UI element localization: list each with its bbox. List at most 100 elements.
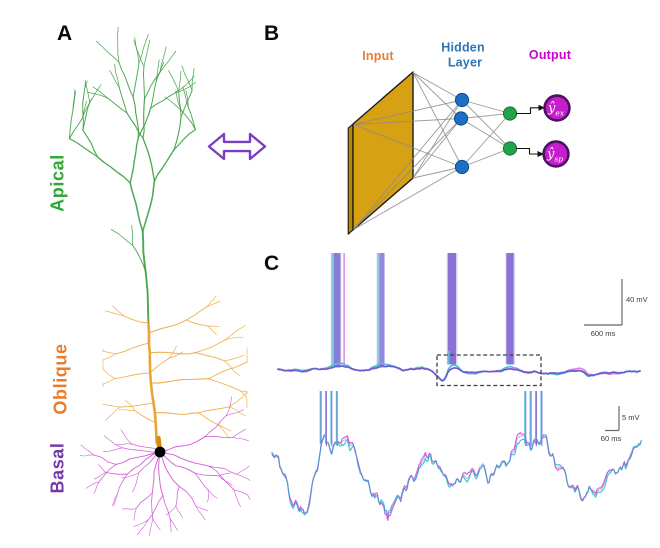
zoom-region-dashed-box-shape xyxy=(436,354,542,387)
nn-nodes-shape xyxy=(453,111,469,126)
neuron-apical-dendrites-shape xyxy=(142,137,156,182)
neuron-oblique-dendrites-shape xyxy=(134,410,157,424)
nn-edges-shape xyxy=(353,99,463,230)
neuron-oblique-dendrites-shape xyxy=(198,412,220,426)
neuron-apical-dendrites-shape xyxy=(107,97,128,114)
neuron-apical-dendrites-shape xyxy=(143,39,151,67)
neuron-apical-dendrites-shape xyxy=(114,63,120,89)
neuron-apical-dendrites-shape xyxy=(95,40,120,63)
neuron-oblique-dendrites-shape xyxy=(198,406,231,414)
neuron-basal-dendrites-shape xyxy=(225,409,244,417)
neuron-basal-dendrites-shape xyxy=(204,436,234,438)
neuron-oblique-dendrites-shape xyxy=(154,412,200,416)
neuron-basal-dendrites-shape xyxy=(121,508,137,510)
neuron-apical-dendrites-shape xyxy=(82,102,84,131)
neuron-oblique-dendrites-shape xyxy=(224,360,241,377)
nn-edges-shape xyxy=(412,118,462,179)
nn-nodes-shape xyxy=(502,106,518,121)
neuron-oblique-dendrites-shape xyxy=(114,372,151,380)
neuron-apical-dendrites-shape xyxy=(132,244,147,273)
neuron-oblique-dendrites-shape xyxy=(102,378,116,388)
neuron-basal-dendrites-shape xyxy=(218,475,233,486)
neuron-basal-dendrites-shape xyxy=(159,451,196,474)
nn-output-symbol-ex: ŷex xyxy=(547,101,565,118)
neuron-basal-dendrites-shape xyxy=(233,489,241,508)
neuron-basal-dendrites-shape xyxy=(113,494,118,506)
neuron-apical-dendrites-shape xyxy=(159,46,167,73)
neuron-apical-dendrites-shape xyxy=(72,90,76,112)
neuron-oblique-dendrites-shape xyxy=(102,353,118,364)
neuron-apical-dendrites-shape xyxy=(110,229,133,246)
neuron-oblique-dendrites-shape xyxy=(119,402,154,408)
neuron-basal-dendrites-shape xyxy=(79,454,94,457)
neuron-oblique-dendrites-shape xyxy=(105,310,125,317)
neuron-basal-dendrites-shape xyxy=(151,451,161,494)
neuron-oblique-dendrites-shape xyxy=(150,378,210,384)
neuron-basal-dendrites-shape xyxy=(169,518,178,531)
neuron-apical-dendrites-shape xyxy=(185,90,189,108)
neuron-oblique-dendrites-shape xyxy=(112,305,125,317)
basal-label: Basal xyxy=(48,442,68,493)
nn-edges-shape xyxy=(460,118,511,149)
neuron-apical-dendrites-shape xyxy=(68,110,74,140)
nn-edges-shape xyxy=(353,166,463,230)
neuron-basal-dendrites-shape xyxy=(132,472,140,493)
trace-prediction-magenta xyxy=(271,431,642,522)
neuron-basal-dendrites-shape xyxy=(80,444,94,456)
neuron-oblique-dendrites-shape xyxy=(116,342,150,355)
neuron-apical-dendrites-shape xyxy=(173,116,182,151)
neuron-basal-dendrites-shape xyxy=(126,451,161,475)
neuron-basal-dendrites-shape xyxy=(209,466,238,475)
neuron-basal-dendrites-shape xyxy=(93,481,100,494)
nn-output-connectors-shape xyxy=(515,107,540,115)
neuron-apical-dendrites-shape xyxy=(159,50,177,73)
panel-a-neuron: Apical Oblique Basal xyxy=(48,26,251,536)
neuron-basal-dendrites-shape xyxy=(159,451,211,467)
neuron-oblique-dendrites-shape xyxy=(124,399,136,411)
neuron-oblique-dendrites-shape xyxy=(225,336,244,341)
neuron-oblique-dendrites-shape xyxy=(104,406,121,422)
neuron-basal-dendrites-shape xyxy=(121,447,161,453)
neuron-basal-dendrites-shape xyxy=(133,508,137,521)
neuron-apical-dendrites-shape xyxy=(142,98,146,139)
neuron-oblique-dendrites-shape xyxy=(208,361,248,380)
neuron-apical-dendrites-shape xyxy=(168,70,180,92)
neuron-oblique-dendrites-shape xyxy=(102,363,116,380)
neuron-basal-dendrites-shape xyxy=(115,451,161,465)
neuron-oblique-dendrites xyxy=(102,295,248,452)
neuron-apical-dendrites-shape xyxy=(150,80,157,109)
neuron-oblique-dendrites-shape xyxy=(147,321,162,452)
neuron-apical-dendrites-shape xyxy=(92,86,109,99)
neuron-apical-dendrites-shape xyxy=(118,87,128,114)
nn-nodes-shape xyxy=(454,92,470,108)
neuron-oblique-dendrites-shape xyxy=(186,306,208,321)
nn-output-connectors-shape xyxy=(538,104,545,111)
panel-c-traces: 40 mV 600 ms 5 mV 60 ms xyxy=(271,253,648,522)
neuron-oblique-dendrites-shape xyxy=(195,352,225,362)
nn-edges-shape xyxy=(353,118,462,125)
neuron-oblique-dendrites-shape xyxy=(123,315,149,324)
neuron-basal-dendrites-shape xyxy=(194,472,220,477)
nn-output-connectors-shape xyxy=(515,147,539,155)
neuron-basal-dendrites-shape xyxy=(149,518,154,536)
panel-c-label: C xyxy=(264,252,279,275)
nn-edges-shape xyxy=(461,99,511,114)
neuron-oblique-dendrites-shape xyxy=(186,319,208,327)
scalebar-bottom-voltage-label: 5 mV xyxy=(622,413,640,422)
neuron-basal-dendrites-shape xyxy=(175,506,184,519)
voltage-trace-zoom xyxy=(271,391,642,522)
neuron-oblique-dendrites-shape xyxy=(224,354,245,362)
neuron-basal-dendrites-shape xyxy=(178,486,197,507)
nn-edges-shape xyxy=(461,148,511,168)
spike-band xyxy=(377,253,380,368)
spike-band xyxy=(506,253,514,365)
spike-band xyxy=(330,253,334,368)
neuron-basal-dendrites-shape xyxy=(159,436,206,453)
neuron-oblique-dendrites-shape xyxy=(148,319,188,334)
neuron-oblique-dendrites-shape xyxy=(118,409,136,411)
neuron-basal-dendrites-shape xyxy=(175,486,180,507)
neuron-apical-dendrites-shape xyxy=(178,91,182,118)
neuron-apical-dendrites-shape xyxy=(133,40,145,67)
neuron-basal-dendrites-shape xyxy=(120,429,132,445)
